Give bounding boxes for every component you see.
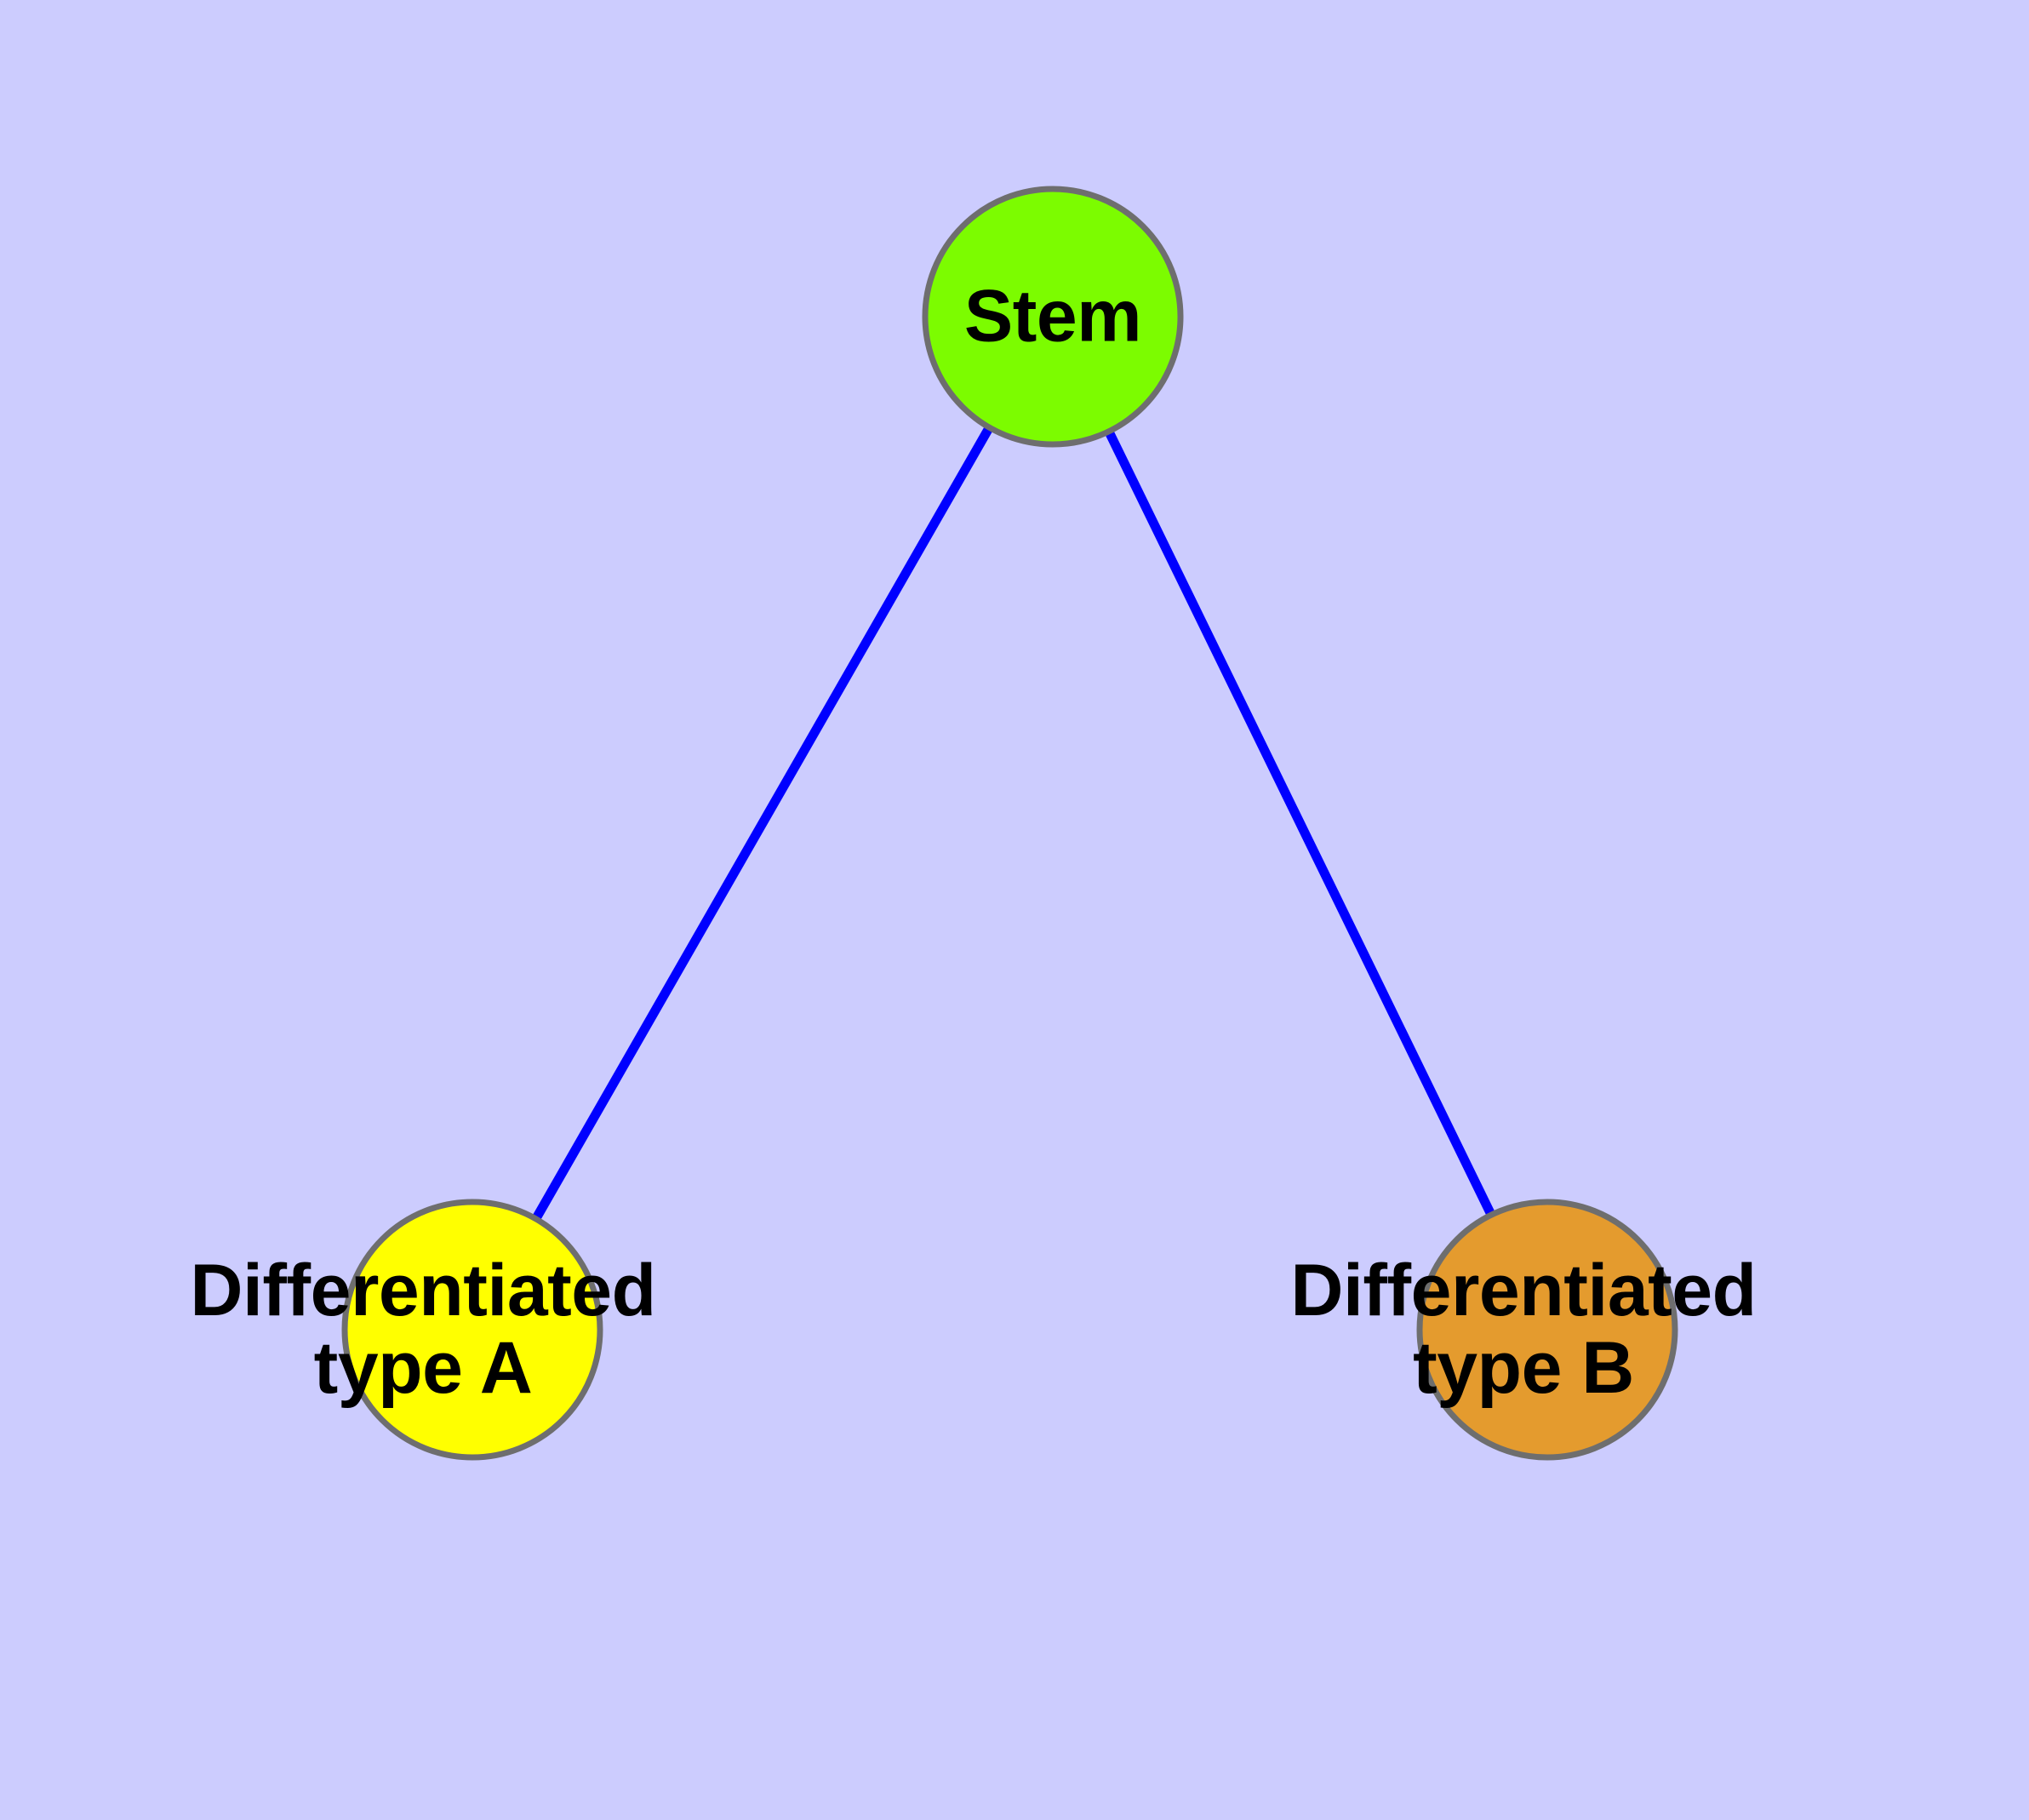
graph-node-diff-b[interactable] [1416, 1199, 1678, 1461]
node-layer [341, 186, 1678, 1461]
graph-edge-stem-to-diff-b [1103, 427, 1497, 1219]
graph-edge-stem-to-diff-a [530, 423, 995, 1223]
graph-node-stem[interactable] [922, 186, 1184, 448]
edge-layer [530, 423, 1497, 1223]
graph-node-diff-a[interactable] [341, 1199, 603, 1461]
